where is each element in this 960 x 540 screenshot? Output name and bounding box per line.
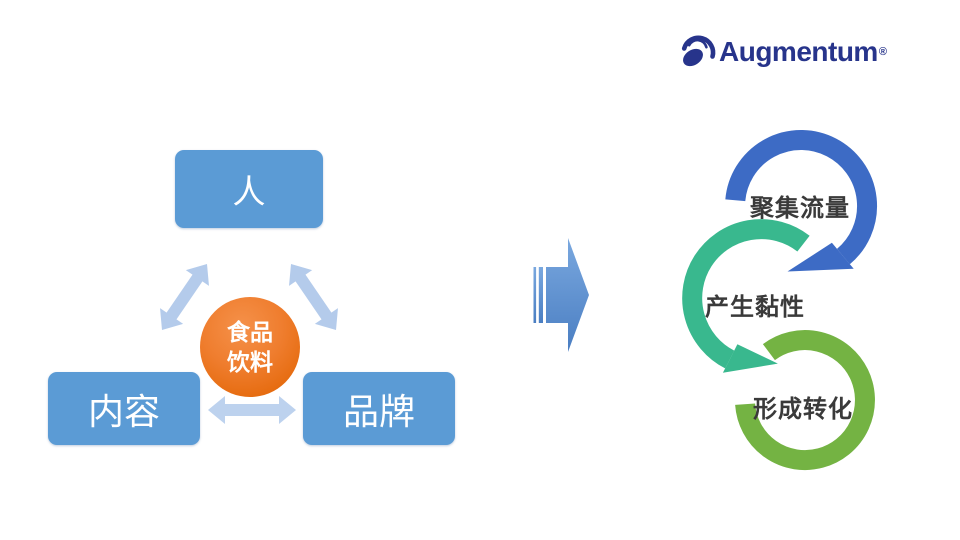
- registered-trademark: ®: [878, 46, 887, 58]
- create-stickiness-arrowhead-icon: [722, 344, 778, 373]
- content-box-label: 内容: [87, 390, 160, 432]
- logo-text: Augmentum: [719, 36, 878, 67]
- person-box-label: 人: [232, 173, 266, 210]
- content-box: 内容: [48, 372, 200, 445]
- person-box: 人: [175, 150, 323, 228]
- cycle-ring-create-stickiness: [682, 219, 810, 373]
- connector-person-content-arrow: [160, 264, 209, 330]
- transition-arrow: [533, 238, 589, 352]
- logo: Augmentum ®: [681, 33, 887, 71]
- augmentum-swirl-icon: [681, 35, 716, 67]
- create-stickiness-label: 产生黏性: [705, 294, 805, 321]
- connector-person-brand-arrow: [289, 264, 338, 330]
- brand-box: 品牌: [303, 372, 455, 445]
- gather-traffic-arrowhead-icon: [787, 242, 854, 272]
- gather-traffic-arc: [725, 130, 878, 265]
- create-stickiness-arc: [682, 219, 810, 369]
- gather-traffic-label: 聚集流量: [750, 195, 850, 222]
- food-beverage-line2: 饮料: [227, 349, 273, 375]
- cycle-ring-form-conversion: [735, 330, 875, 471]
- food-beverage-line1: 食品: [227, 318, 273, 345]
- food-beverage-circle: 食品 饮料: [200, 297, 300, 397]
- cycle-ring-gather-traffic: [725, 130, 878, 272]
- form-conversion-arc: [735, 330, 875, 471]
- form-conversion-label: 形成转化: [753, 396, 853, 423]
- brand-box-label: 品牌: [342, 390, 415, 432]
- connector-content-brand-arrow: [208, 396, 296, 424]
